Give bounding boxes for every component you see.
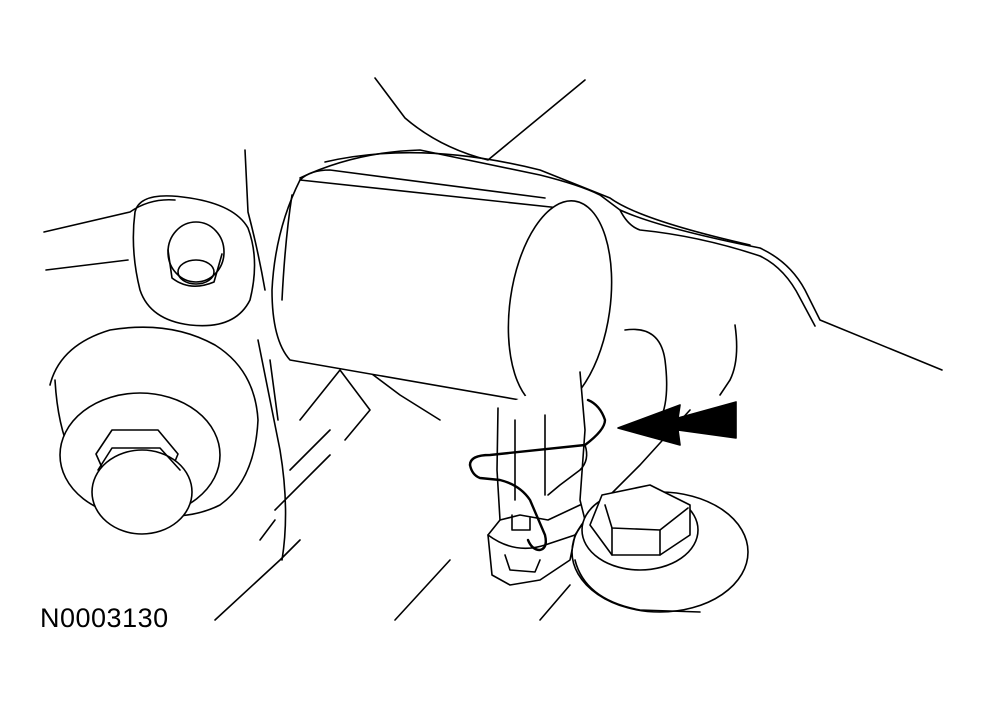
- electrical-connector: [487, 371, 586, 586]
- housing-outline: [43, 77, 943, 371]
- callout-arrow: [617, 401, 737, 446]
- left-bolt: [49, 326, 259, 535]
- solenoid-body: [271, 169, 613, 411]
- retaining-clip: [468, 398, 607, 552]
- mounting-boss: [132, 195, 256, 327]
- figure-id-label: N0003130: [40, 603, 169, 633]
- arrow-left-icon: [617, 401, 737, 446]
- right-bolt: [571, 484, 749, 613]
